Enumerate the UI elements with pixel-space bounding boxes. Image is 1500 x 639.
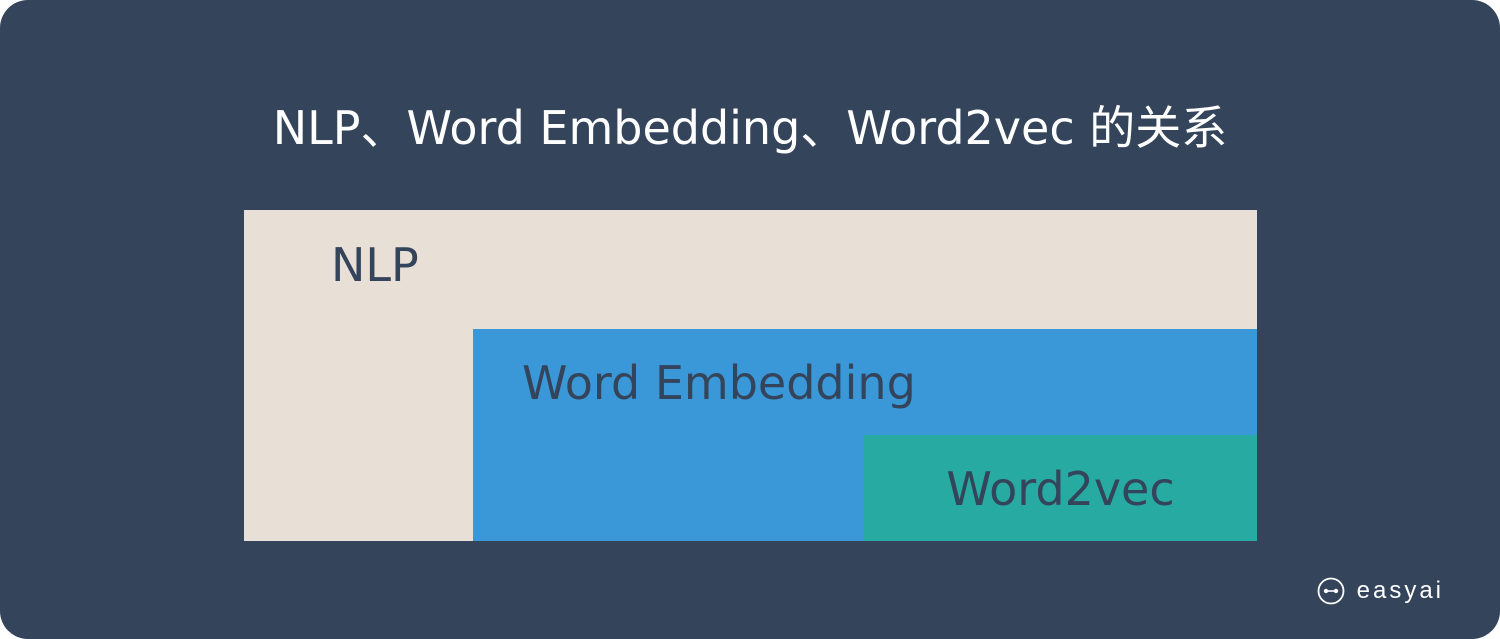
diagram-title: NLP、Word Embedding、Word2vec 的关系 [272,101,1228,155]
word-embedding-label: Word Embedding [522,356,916,410]
brand-name: easyai [1356,577,1444,604]
nlp-label: NLP [331,238,419,292]
brand-logo: easyai [1317,575,1444,607]
word2vec-label: Word2vec [946,462,1175,516]
word2vec-box: Word2vec [864,435,1257,541]
easyai-logo-icon [1317,577,1345,605]
